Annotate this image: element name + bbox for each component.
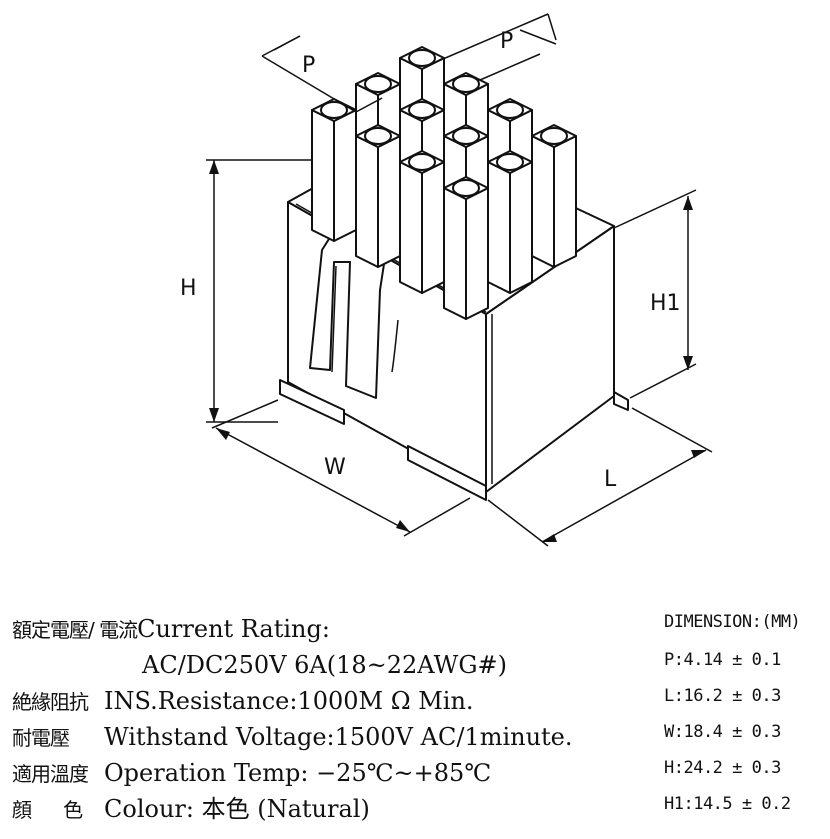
dim-label-p-right: P [500, 29, 513, 54]
pin-cavity [311, 98, 357, 242]
pin-cavity [531, 124, 577, 268]
spec-current-value: AC/DC250V 6A(18~22AWG#) [142, 650, 507, 680]
pin-right-face [377, 135, 401, 268]
latch-spring [391, 319, 399, 373]
pin-left-face [531, 135, 555, 268]
dimension-item: L:16.2 ± 0.3 [664, 686, 781, 706]
pin-cavity [443, 176, 489, 320]
dim-label-h1: H1 [650, 291, 681, 316]
spec-insulation-text: INS.Resistance:1000M Ω Min. [104, 687, 474, 715]
spec-withstand-text: Withstand Voltage:1500V AC/1minute. [104, 723, 573, 751]
right-foot [613, 391, 629, 411]
pin-hole [452, 75, 480, 93]
dim-label-h: H [180, 276, 197, 301]
pin-hole [496, 101, 524, 119]
pin-hole [320, 101, 348, 119]
spec-insulation-label: 絶緣阻抗 [12, 690, 89, 714]
spec-withstand: 耐電壓 Withstand Voltage:1500V AC/1minute. [12, 722, 573, 753]
spec-temperature-text: Operation Temp: −25℃~+85℃ [104, 759, 492, 787]
pin-hole [496, 153, 524, 171]
pin-hole [364, 75, 392, 93]
pin-hole [452, 179, 480, 197]
pin-cavity [399, 150, 445, 294]
spec-temperature: 適用溫度 Operation Temp: −25℃~+85℃ [12, 758, 491, 789]
dimension-item: H:24.2 ± 0.3 [664, 758, 781, 778]
spec-temperature-label: 適用溫度 [12, 762, 89, 786]
spec-insulation: 絶緣阻抗 INS.Resistance:1000M Ω Min. [12, 686, 474, 717]
pin-hole [408, 101, 436, 119]
pin-right-face [553, 135, 577, 268]
front-foot [407, 445, 487, 501]
connector-drawing: H H1 W L P P [180, 13, 713, 547]
pin-right-face [333, 109, 357, 242]
spec-colour-label: 顔 色 [12, 798, 83, 822]
left-foot [279, 379, 345, 425]
pin-hole [364, 127, 392, 145]
spec-current-label: 額定電壓/ 電流 [12, 618, 138, 642]
spec-withstand-label: 耐電壓 [12, 726, 70, 750]
pin-hole [452, 127, 480, 145]
pin-left-face [311, 109, 335, 242]
pin-right-face [509, 161, 533, 294]
dimension-item: H1:14.5 ± 0.2 [664, 794, 791, 814]
spec-current-text: Current Rating: [137, 615, 330, 643]
dimension-heading: DIMENSION:(MM) [664, 612, 801, 632]
pin-cavity [355, 124, 401, 268]
pin-left-face [487, 161, 511, 294]
pin-left-face [399, 161, 423, 294]
dim-label-l: L [604, 467, 617, 492]
pin-right-face [421, 161, 445, 294]
pin-cavity [487, 150, 533, 294]
pin-hole [540, 127, 568, 145]
pin-right-face [465, 187, 489, 320]
spec-current-value-text: AC/DC250V 6A(18~22AWG#) [142, 651, 507, 679]
pin-left-face [355, 135, 379, 268]
pin-array [311, 46, 577, 320]
dimension-item: W:18.4 ± 0.3 [664, 722, 781, 742]
pin-hole [408, 49, 436, 67]
dimension-lines: H H1 W L P P [180, 13, 713, 547]
dim-label-w: W [324, 455, 346, 480]
spec-current: 額定電壓/ 電流Current Rating: [12, 614, 330, 645]
dim-label-p-left: P [302, 53, 315, 78]
spec-colour: 顔 色 Colour: 本色 (Natural) [12, 794, 370, 825]
pin-left-face [443, 187, 467, 320]
pin-hole [408, 153, 436, 171]
spec-colour-text: Colour: 本色 (Natural) [104, 795, 370, 823]
dimension-item: P:4.14 ± 0.1 [664, 650, 781, 670]
